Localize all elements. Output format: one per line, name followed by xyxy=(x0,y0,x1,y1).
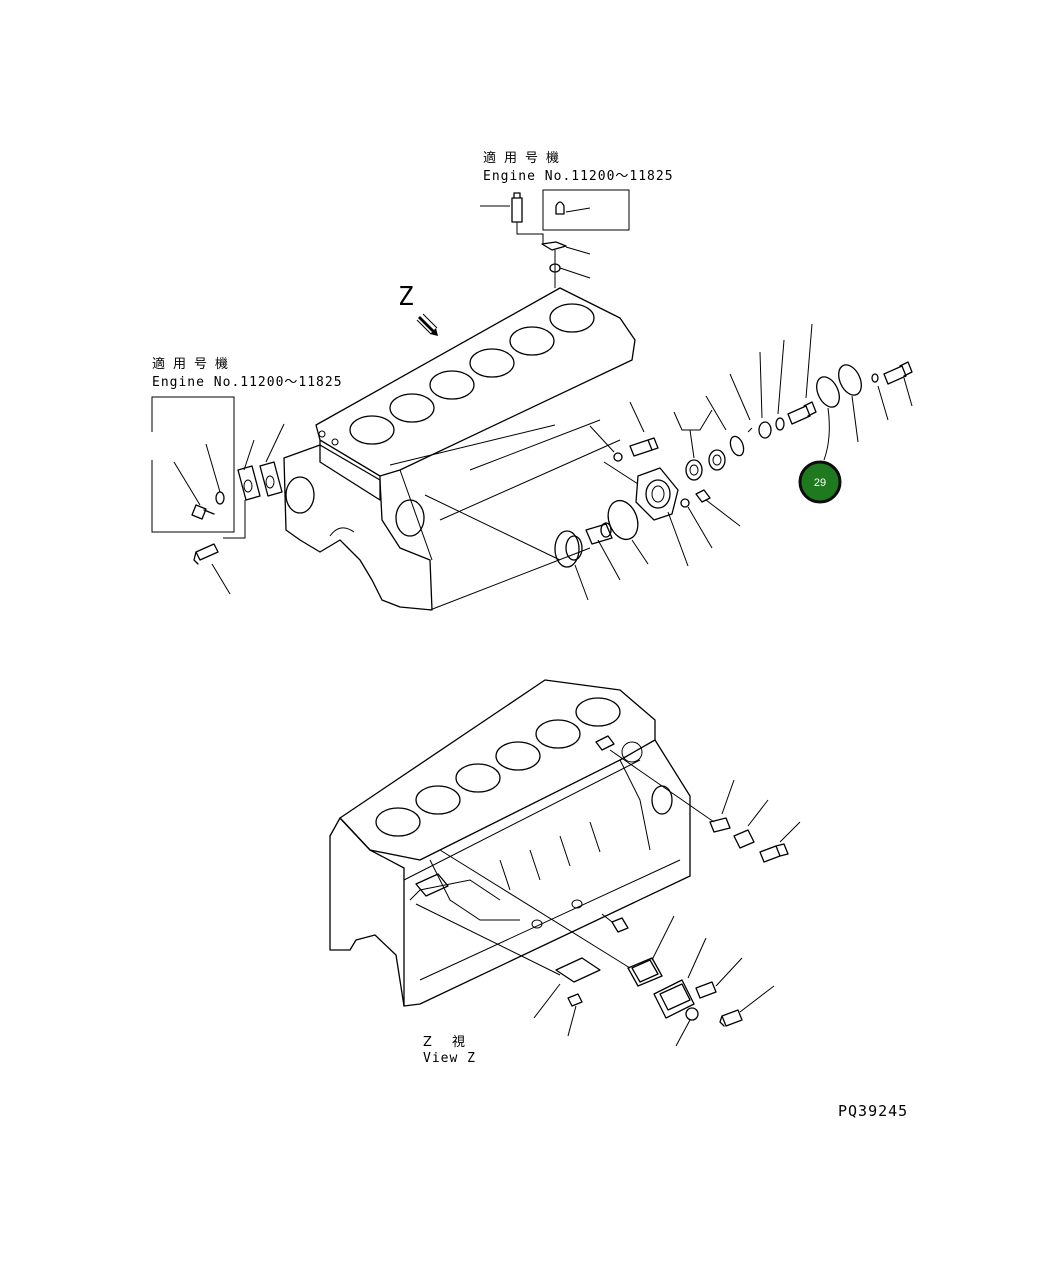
lower-bore-6 xyxy=(575,697,621,727)
cylinder-bore-3 xyxy=(429,370,475,400)
callout-29-number: 29 xyxy=(814,477,826,489)
top-variant-box xyxy=(542,189,630,231)
engine-no-top: Engine No.11200～11825 xyxy=(483,169,674,184)
left-cover-group xyxy=(151,396,285,595)
side-bore xyxy=(395,499,425,537)
lower-bore-2 xyxy=(415,785,461,815)
lower-side-bore xyxy=(651,785,673,815)
lower-exploded-parts xyxy=(415,749,801,1047)
upper-engine-block xyxy=(283,287,636,611)
cylinder-bore-6 xyxy=(549,303,595,333)
engine-no-left: Engine No.11200～11825 xyxy=(152,375,343,390)
lower-bore-4 xyxy=(495,741,541,771)
lower-bore-1 xyxy=(375,807,421,837)
top-bolt-group xyxy=(480,189,630,288)
gasket-29 xyxy=(816,376,840,408)
drawing-number: PQ39245 xyxy=(838,1102,908,1120)
cover-plate xyxy=(838,364,862,396)
front-bore xyxy=(285,476,315,514)
cylinder-bore-5 xyxy=(509,326,555,356)
cylinder-bore-1 xyxy=(349,415,395,445)
gear xyxy=(554,530,580,568)
cylinder-bore-2 xyxy=(389,393,435,423)
callout-29-circle xyxy=(798,460,842,504)
housing xyxy=(635,467,679,521)
callout-29[interactable]: 29 xyxy=(798,460,842,504)
lower-engine-block xyxy=(329,679,691,1007)
o-ring xyxy=(607,499,639,541)
cylinder-bore-4 xyxy=(469,348,515,378)
view-z-ja: Z 視 xyxy=(423,1035,473,1050)
applicable-top-ja: 適用号機 xyxy=(483,150,567,166)
lower-bore-5 xyxy=(535,719,581,749)
lower-bore-3 xyxy=(455,763,501,793)
right-exploded-parts xyxy=(554,323,913,601)
applicable-left-ja: 適用号機 xyxy=(152,356,236,372)
z-marker: Z xyxy=(398,282,415,312)
view-direction-arrow xyxy=(416,313,438,336)
view-z-en: View Z xyxy=(423,1051,476,1066)
